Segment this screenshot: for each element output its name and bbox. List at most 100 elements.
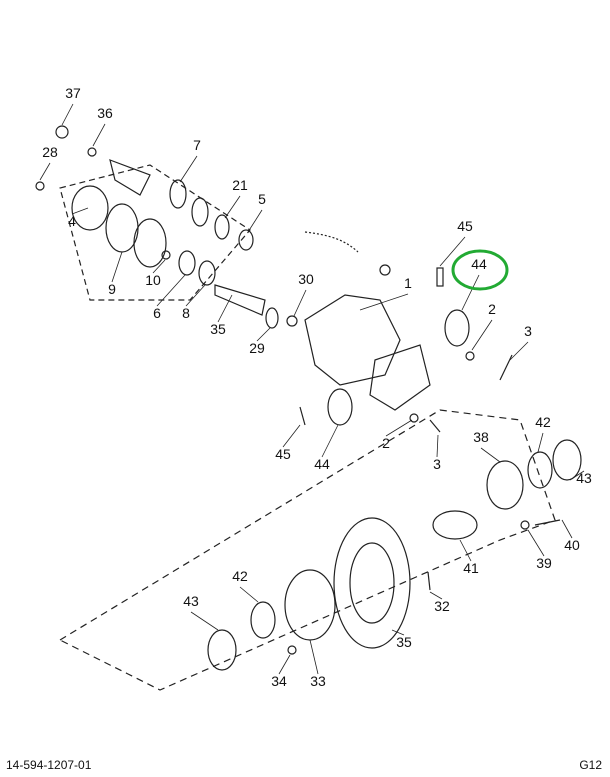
callout-1[interactable]: 1 [404, 275, 412, 291]
part-28 [35, 181, 45, 191]
leader-line [278, 654, 291, 675]
leader-line [471, 319, 493, 351]
leader-line [461, 274, 480, 311]
part-21 [214, 214, 230, 240]
callout-30[interactable]: 30 [298, 271, 314, 287]
part-37 [55, 125, 69, 139]
leader-line [309, 639, 319, 675]
sensor [379, 264, 391, 276]
leader-line [385, 419, 413, 437]
leader-line [156, 274, 186, 307]
callout-40[interactable]: 40 [564, 537, 580, 553]
sensor-wire [304, 231, 359, 253]
callout-32[interactable]: 32 [434, 598, 450, 614]
leader-line [509, 341, 529, 361]
part-43-cup [552, 439, 582, 481]
callout-2[interactable]: 2 [488, 301, 496, 317]
callout-44[interactable]: 44 [314, 456, 330, 472]
callout-41[interactable]: 41 [463, 560, 479, 576]
callout-42[interactable]: 42 [232, 568, 248, 584]
part-9b [133, 218, 167, 268]
part-35-pinion [214, 284, 266, 316]
leader-line [439, 236, 466, 267]
part-2 [465, 351, 475, 361]
callout-29[interactable]: 29 [249, 340, 265, 356]
leader-line [527, 529, 545, 557]
part-1-carrier [304, 294, 401, 386]
callout-3[interactable]: 3 [433, 456, 441, 472]
part-38-case [486, 460, 524, 510]
part-yoke [109, 159, 151, 196]
drawing-number: 14-594-1207-01 [6, 758, 92, 772]
part-35-ring-gear [333, 517, 411, 649]
leader-line [39, 162, 51, 181]
leader-line [179, 155, 198, 183]
leader-line [282, 424, 301, 448]
callout-35[interactable]: 35 [210, 321, 226, 337]
part-42-bearing-lower [250, 601, 276, 639]
part-41-spider [432, 510, 478, 540]
part-7a [169, 179, 187, 209]
part-42-bearing [527, 451, 553, 489]
leader-line [92, 123, 106, 147]
leader-line [561, 519, 573, 539]
callout-3[interactable]: 3 [524, 323, 532, 339]
leader-line [293, 289, 307, 317]
part-10 [161, 250, 171, 260]
callout-5[interactable]: 5 [258, 191, 266, 207]
callout-10[interactable]: 10 [145, 272, 161, 288]
callout-45[interactable]: 45 [457, 218, 473, 234]
part-1-cap [369, 344, 431, 411]
part-36 [87, 147, 97, 157]
callout-28[interactable]: 28 [42, 144, 58, 160]
callout-36[interactable]: 36 [97, 105, 113, 121]
leader-line [459, 539, 472, 562]
callout-43[interactable]: 43 [576, 470, 592, 486]
leader-line [239, 586, 259, 603]
leader-line [185, 284, 206, 307]
leader-line [321, 424, 339, 458]
callout-8[interactable]: 8 [182, 305, 190, 321]
part-5 [238, 229, 254, 251]
part-3-bolt [499, 354, 513, 381]
leader-line [111, 251, 123, 283]
part-3-lower [429, 419, 441, 433]
callout-33[interactable]: 33 [310, 673, 326, 689]
part-44-lower [327, 388, 353, 426]
callout-39[interactable]: 39 [536, 555, 552, 571]
part-2-lower [409, 413, 419, 423]
leader-line [152, 259, 166, 274]
callout-4[interactable]: 4 [68, 213, 76, 229]
leader-line [359, 293, 409, 311]
callout-37[interactable]: 37 [65, 85, 81, 101]
callout-9[interactable]: 9 [108, 281, 116, 297]
leader-line [190, 611, 219, 631]
callout-38[interactable]: 38 [473, 429, 489, 445]
page-code: G12 [579, 758, 602, 772]
part-30 [286, 315, 298, 327]
callout-34[interactable]: 34 [271, 673, 287, 689]
callout-42[interactable]: 42 [535, 414, 551, 430]
leader-line [429, 591, 443, 600]
highlight-circle [451, 249, 509, 291]
callout-45[interactable]: 45 [275, 446, 291, 462]
callout-35[interactable]: 35 [396, 634, 412, 650]
leader-line [256, 327, 271, 342]
callout-21[interactable]: 21 [232, 177, 248, 193]
leader-line [247, 209, 263, 233]
callout-6[interactable]: 6 [153, 305, 161, 321]
part-44-adjuster [444, 309, 470, 347]
callout-2[interactable]: 2 [382, 435, 390, 451]
callout-7[interactable]: 7 [193, 137, 201, 153]
leader-line [71, 207, 89, 215]
callout-44[interactable]: 44 [471, 256, 487, 272]
leader-line [436, 434, 439, 458]
part-45-pin-lower [299, 406, 306, 426]
part-4 [71, 185, 109, 231]
callout-43[interactable]: 43 [183, 593, 199, 609]
part-45-pin [436, 267, 444, 287]
leader-line [217, 294, 233, 323]
leader-line [480, 447, 501, 463]
